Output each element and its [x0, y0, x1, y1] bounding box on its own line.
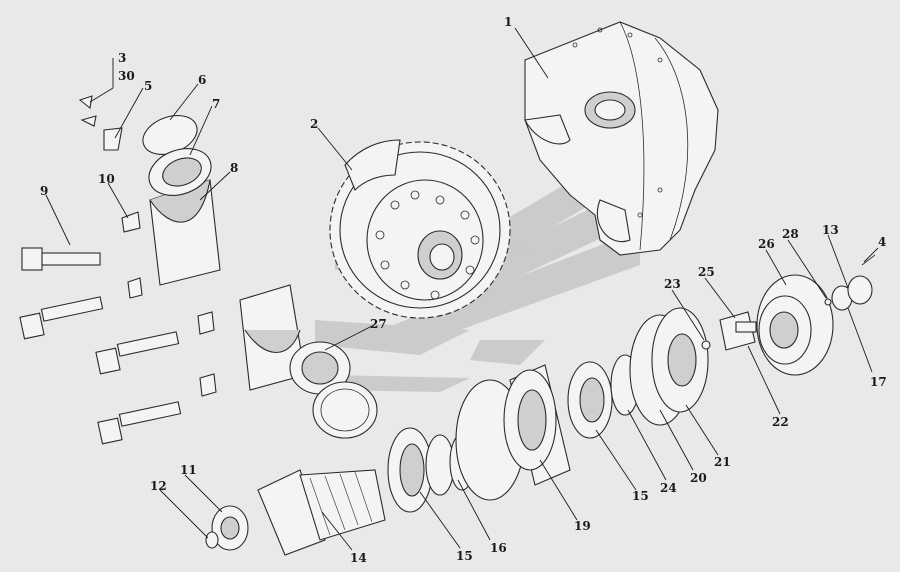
callout-6: 6	[198, 73, 206, 87]
bearing-part-27	[289, 341, 378, 439]
cage-part-19	[455, 364, 571, 501]
callout-14: 14	[350, 551, 367, 565]
callout-15-left: 15	[456, 549, 473, 563]
callout-26: 26	[758, 237, 775, 251]
housing-part-1	[524, 21, 719, 256]
bolt	[19, 296, 104, 340]
callout-5: 5	[144, 79, 152, 93]
callout-9: 9	[40, 184, 48, 198]
bolt	[21, 247, 101, 271]
bolt	[97, 401, 182, 445]
ring-gear-part-2	[329, 139, 511, 319]
callout-30: 30	[118, 69, 135, 83]
callout-8: 8	[230, 161, 238, 175]
callout-4: 4	[878, 235, 886, 249]
callout-20: 20	[690, 471, 707, 485]
pinion-part-14	[205, 469, 386, 556]
callout-22: 22	[772, 415, 789, 429]
bolts-part-9	[19, 247, 182, 445]
callout-11: 11	[180, 463, 197, 477]
callout-27: 27	[370, 317, 387, 331]
bolt	[95, 331, 180, 375]
callout-15-right: 15	[632, 489, 649, 503]
bearing-parts-6-7	[142, 115, 212, 196]
callout-25: 25	[698, 265, 715, 279]
bearing-parts-15-24-20-21	[567, 307, 711, 439]
callout-13: 13	[822, 223, 839, 237]
callout-21: 21	[714, 455, 731, 469]
callout-labels: 1 2 3 30 4 5 6 7 8 9 10 11 12 13 14 15 1…	[40, 15, 887, 565]
callout-1: 1	[504, 15, 512, 29]
callout-7: 7	[212, 97, 220, 111]
callout-3: 3	[118, 51, 126, 65]
callout-24: 24	[660, 481, 677, 495]
flange-parts-22-25	[719, 311, 757, 351]
callout-19: 19	[574, 519, 591, 533]
callout-17: 17	[870, 375, 887, 389]
callout-16: 16	[490, 541, 507, 555]
callout-28: 28	[782, 227, 799, 241]
callout-10: 10	[98, 172, 115, 186]
callout-2: 2	[310, 117, 318, 131]
callout-23: 23	[664, 277, 681, 291]
bearing-cap-part-8	[149, 179, 306, 391]
flange-parts-26-28-17	[756, 254, 876, 376]
leader-lines	[45, 27, 879, 551]
callout-12: 12	[150, 479, 167, 493]
